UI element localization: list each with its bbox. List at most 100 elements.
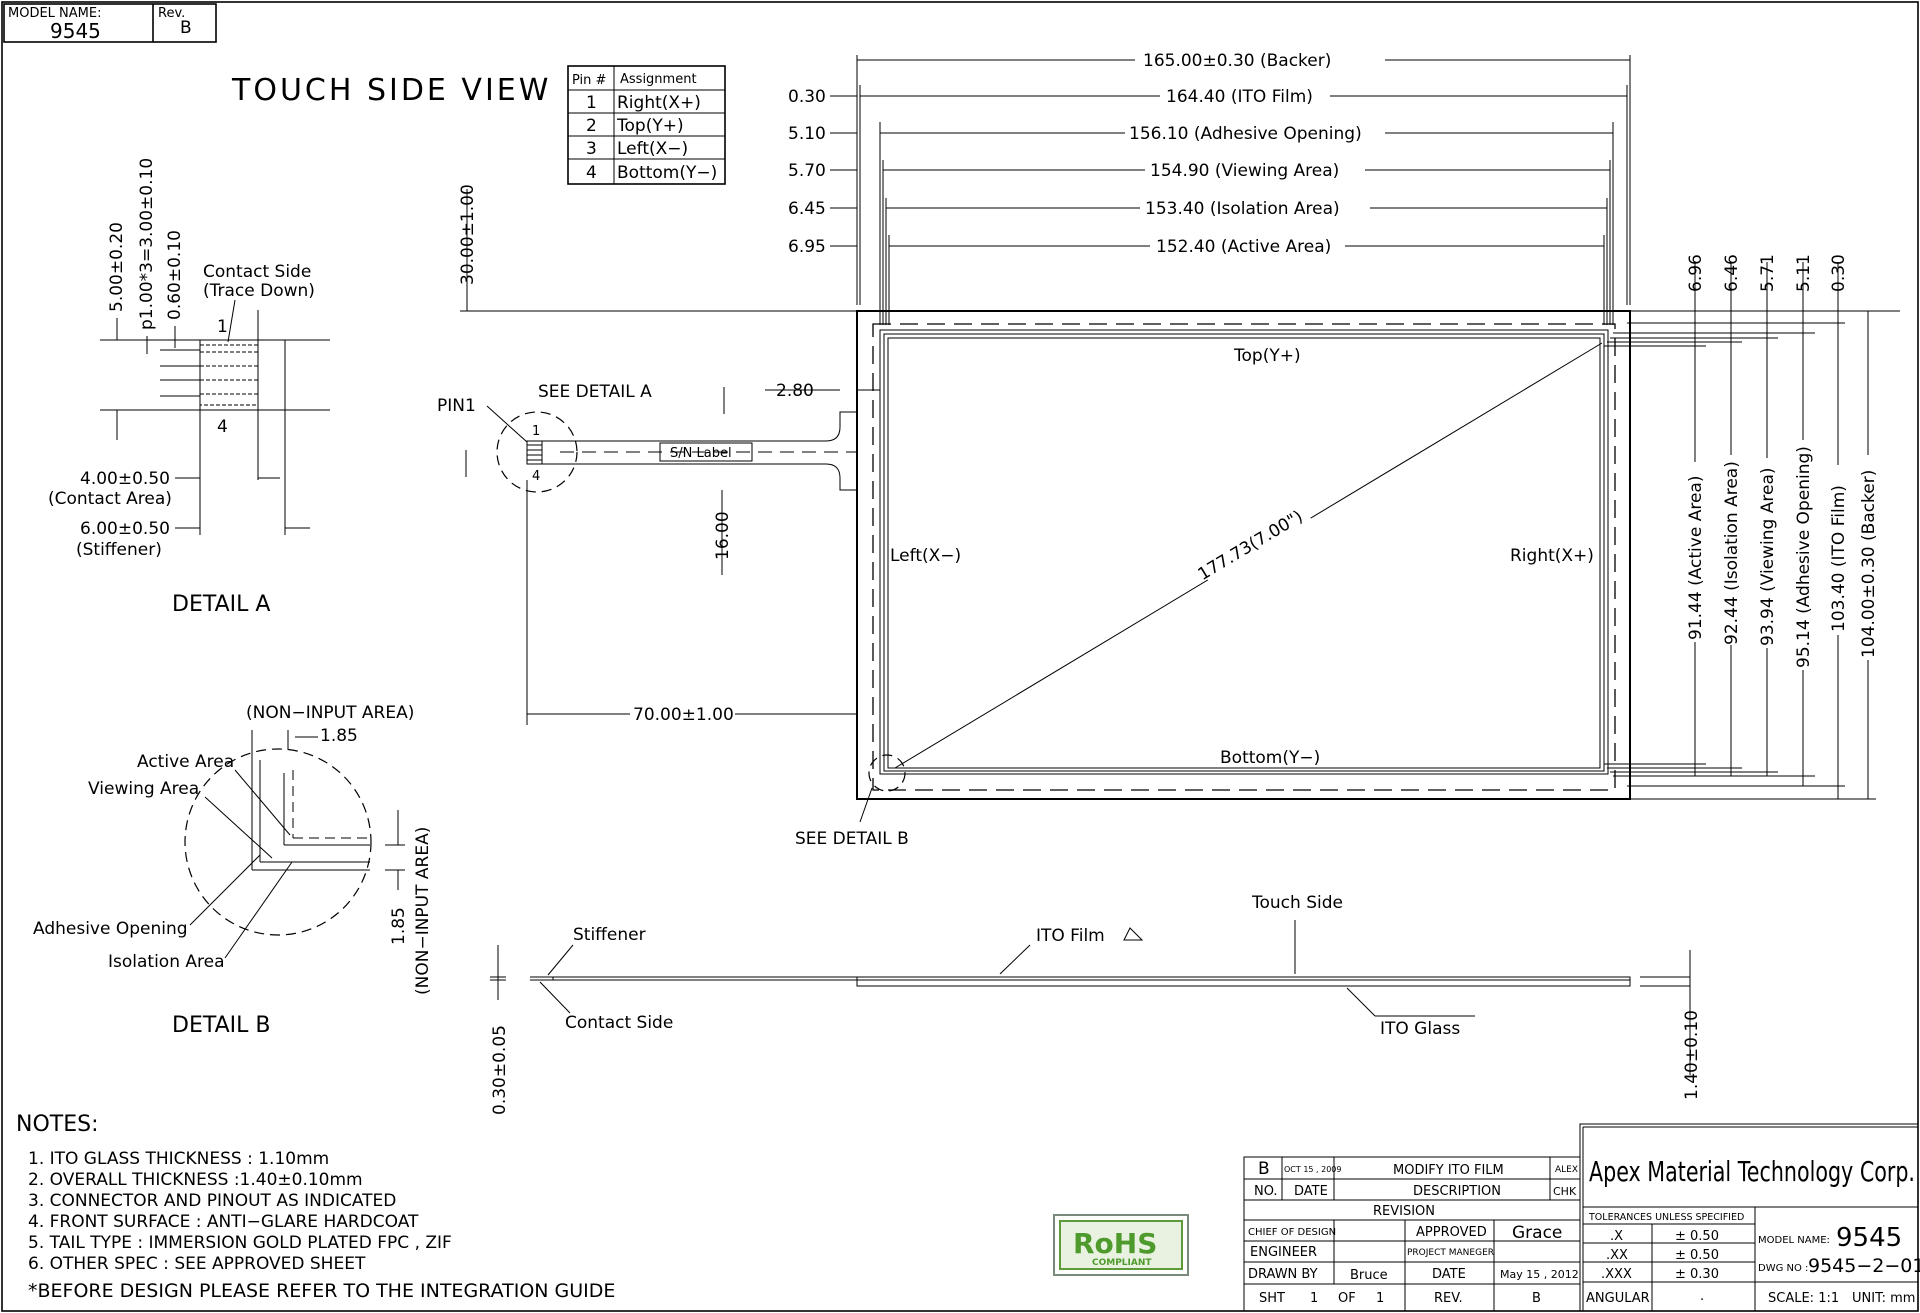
dim-offset: 6.46 (1722, 254, 1742, 292)
rev-label-bottom: REV. (1434, 1291, 1463, 1306)
company-model-value: 9545 (1836, 1223, 1902, 1253)
sign-approver: Grace (1512, 1223, 1562, 1243)
dim-a-060: 0.60±0.10 (165, 230, 185, 320)
dim-b-185: 1.85 (320, 726, 358, 746)
dim-viewing-height: 93.94 (Viewing Area) (1758, 468, 1778, 647)
contact-side-side-label: Contact Side (565, 1013, 673, 1033)
adhesive-opening-label: Adhesive Opening (33, 919, 188, 939)
stiffener-label: (Stiffener) (76, 540, 162, 560)
company-scale: SCALE: 1:1 (1768, 1291, 1839, 1306)
contact-side-label: Contact Side (203, 262, 311, 282)
right-dimensions: 6.96 6.46 5.71 5.11 0.30 91.44 (Active A… (1604, 254, 1900, 800)
tolerances-title: TOLERANCES UNLESS SPECIFIED (1588, 1212, 1744, 1223)
diagonal-dimension: 177.73(7.00") (1195, 507, 1307, 585)
dim-ito-film-height: 103.40 (ITO Film) (1829, 485, 1849, 632)
sign-drawn-label: DRAWN BY (1248, 1267, 1318, 1282)
detail-b-title: DETAIL B (172, 1013, 270, 1038)
dim-side-030: 0.30±0.05 (490, 1025, 510, 1115)
rev-label: Rev. (158, 6, 185, 21)
trace-down-label: (Trace Down) (203, 281, 315, 301)
pin-table-cell: Right(X+) (617, 93, 701, 113)
model-title-block: MODEL NAME: 9545 Rev. B (3, 3, 217, 43)
note-item: 6. OTHER SPEC : SEE APPROVED SHEET (28, 1254, 366, 1274)
ito-glass-label: ITO Glass (1380, 1019, 1460, 1039)
revision-header-chk: CHK (1553, 1185, 1577, 1198)
tolerance-key: ANGULAR (1586, 1291, 1650, 1306)
tolerance-key: .XXX (1601, 1267, 1632, 1282)
sign-date-label: DATE (1432, 1267, 1466, 1282)
top-dimensions: 165.00±0.30 (Backer) 164.40 (ITO Film) 1… (788, 48, 1631, 325)
model-name-value: 9545 (50, 19, 101, 43)
rev-value: B (180, 18, 192, 38)
sht-label: SHT (1259, 1291, 1285, 1306)
company-unit: UNIT: mm (1852, 1291, 1915, 1306)
rohs-compliant-label: COMPLIANT (1092, 1258, 1152, 1268)
non-input-area-label: (NON−INPUT AREA) (246, 703, 414, 723)
see-detail-a-label: SEE DETAIL A (538, 382, 652, 402)
revision-header-no: NO. (1254, 1184, 1278, 1199)
touch-side-label: Touch Side (1251, 893, 1343, 913)
detail-a-title: DETAIL A (172, 592, 270, 617)
dim-offset: 6.45 (788, 199, 826, 219)
dim-tail-16: 16.00 (713, 511, 733, 560)
edge-label-top: Top(Y+) (1233, 346, 1301, 366)
tolerance-value: ± 0.30 (1675, 1267, 1719, 1282)
revision-by: ALEX (1555, 1165, 1578, 1175)
view-title: TOUCH SIDE VIEW (231, 73, 551, 108)
pin-table-cell: 4 (586, 163, 597, 183)
dim-offset: 5.71 (1758, 254, 1778, 292)
stiffener-side-label: Stiffener (573, 925, 646, 945)
edge-label-right: Right(X+) (1510, 546, 1594, 566)
isolation-area-label: Isolation Area (108, 952, 225, 972)
rev-value-bottom: B (1532, 1291, 1541, 1306)
dim-offset: 5.70 (788, 161, 826, 181)
dim-offset: 5.10 (788, 124, 826, 144)
rohs-label: RoHS (1073, 1227, 1157, 1260)
sht-value: 1 (1310, 1291, 1318, 1306)
company-model-label: MODEL NAME: (1758, 1235, 1830, 1246)
dim-ito-film-width: 164.40 (ITO Film) (1166, 87, 1313, 107)
tolerance-value: . (1700, 1289, 1704, 1304)
tolerance-key: .XX (1606, 1248, 1628, 1263)
dim-isolation-width: 153.40 (Isolation Area) (1145, 199, 1340, 219)
edge-label-left: Left(X−) (890, 546, 961, 566)
revision-header-date: DATE (1294, 1184, 1328, 1199)
dim-a-600: 6.00±0.50 (80, 519, 170, 539)
note-item: 3. CONNECTOR AND PINOUT AS INDICATED (28, 1191, 396, 1211)
company-dwg-value: 9545−2−011 (1808, 1255, 1920, 1277)
dim-adhesive-width: 156.10 (Adhesive Opening) (1129, 124, 1362, 144)
dim-offset: 5.11 (1794, 254, 1814, 292)
dim-backer-width: 165.00±0.30 (Backer) (1143, 51, 1331, 71)
tail-pin-1: 1 (532, 424, 540, 439)
non-input-area-vertical-label: (NON−INPUT AREA) (413, 827, 433, 995)
dim-offset: 0.30 (788, 87, 826, 107)
revision-description: MODIFY ITO FILM (1393, 1163, 1504, 1178)
tolerance-value: ± 0.50 (1675, 1229, 1719, 1244)
dim-adhesive-height: 95.14 (Adhesive Opening) (1794, 446, 1814, 668)
detail-a-pin-4: 4 (217, 417, 228, 437)
dim-tail-30: 30.00±1.00 (458, 184, 478, 285)
dim-tail-280: 2.80 (776, 381, 814, 401)
note-item: 2. OVERALL THICKNESS :1.40±0.10mm (28, 1170, 363, 1190)
detail-a-pin-1: 1 (217, 317, 228, 337)
tolerance-value: ± 0.50 (1675, 1248, 1719, 1263)
revision-rev: B (1258, 1159, 1270, 1179)
notes-title: NOTES: (16, 1112, 99, 1137)
dim-isolation-height: 92.44 (Isolation Area) (1722, 461, 1742, 645)
dim-tail-70: 70.00±1.00 (633, 705, 734, 725)
pin-table-cell: Bottom(Y−) (617, 163, 717, 183)
revision-header-description: DESCRIPTION (1413, 1184, 1501, 1199)
pin-table-header-pin: Pin # (572, 73, 606, 88)
side-view: 0.30±0.05 1.40±0.10 Touch Side Stiffener… (490, 893, 1702, 1115)
revision-block: B OCT 15 , 2009 MODIFY ITO FILM ALEX NO.… (1243, 1156, 1581, 1312)
company-name: Apex Material Technology Corp. (1589, 1155, 1915, 1188)
edge-label-bottom: Bottom(Y−) (1220, 748, 1320, 768)
pin-table-cell: 1 (586, 93, 597, 113)
note-item: 1. ITO GLASS THICKNESS : 1.10mm (28, 1149, 329, 1169)
warning-triangle-icon (1123, 927, 1144, 941)
pin-table-header-assignment: Assignment (620, 72, 697, 87)
revision-date: OCT 15 , 2009 (1284, 1165, 1341, 1174)
notes: NOTES: 1. ITO GLASS THICKNESS : 1.10mm 2… (16, 1112, 615, 1302)
dim-backer-height: 104.00±0.30 (Backer) (1859, 470, 1879, 658)
